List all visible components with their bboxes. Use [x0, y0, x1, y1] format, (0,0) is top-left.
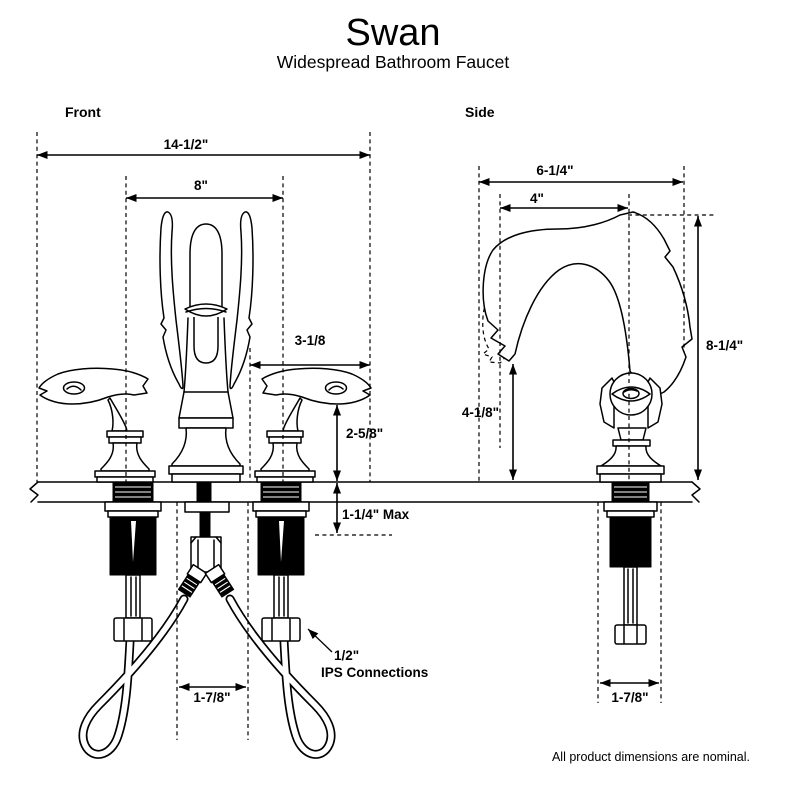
side-valve-body	[596, 372, 665, 483]
dim-overall-depth: 6-1/4"	[536, 163, 573, 178]
spout-outlet	[193, 317, 219, 364]
front-spout	[159, 211, 254, 483]
dim-handle-length: 3-1/8	[295, 333, 326, 348]
dim-overall-width: 14-1/2"	[164, 137, 209, 152]
front-view-label: Front	[65, 104, 101, 120]
page-title: Swan	[345, 12, 440, 54]
side-view-label: Side	[465, 104, 495, 120]
center-spout-shank	[176, 481, 236, 599]
right-wing	[229, 211, 254, 390]
side-view-drawing	[481, 211, 693, 645]
right-valve-shank	[252, 481, 310, 642]
swan-head	[189, 223, 223, 311]
dim-deck-thickness: 1-1/4" Max	[342, 507, 410, 522]
footnote: All product dimensions are nominal.	[552, 750, 750, 764]
front-view-drawing	[29, 211, 701, 759]
page-subtitle: Widespread Bathroom Faucet	[277, 52, 510, 72]
left-wing	[159, 211, 184, 390]
dim-handle-height: 2-5/8"	[346, 426, 383, 441]
side-underdeck-shank	[603, 481, 658, 645]
dim-ips-text: IPS Connections	[321, 665, 428, 680]
left-handle	[38, 367, 156, 483]
dim-spout-reach: 4"	[530, 191, 544, 206]
front-underdeck-plumbing	[78, 481, 336, 759]
dim-handle-centers: 8"	[194, 178, 208, 193]
dim-spout-clearance: 4-1/8"	[462, 405, 499, 420]
neck-band	[184, 303, 228, 317]
dim-ips-size: 1/2"	[334, 648, 359, 663]
dim-overall-height: 8-1/4"	[706, 338, 743, 353]
dim-front-shank-clearance: 1-7/8"	[193, 690, 230, 705]
side-spout	[482, 211, 693, 399]
left-valve-shank	[104, 481, 162, 642]
construction-lines	[36, 132, 714, 740]
dim-side-shank-clearance: 1-7/8"	[611, 690, 648, 705]
dimension-lines	[37, 151, 702, 691]
